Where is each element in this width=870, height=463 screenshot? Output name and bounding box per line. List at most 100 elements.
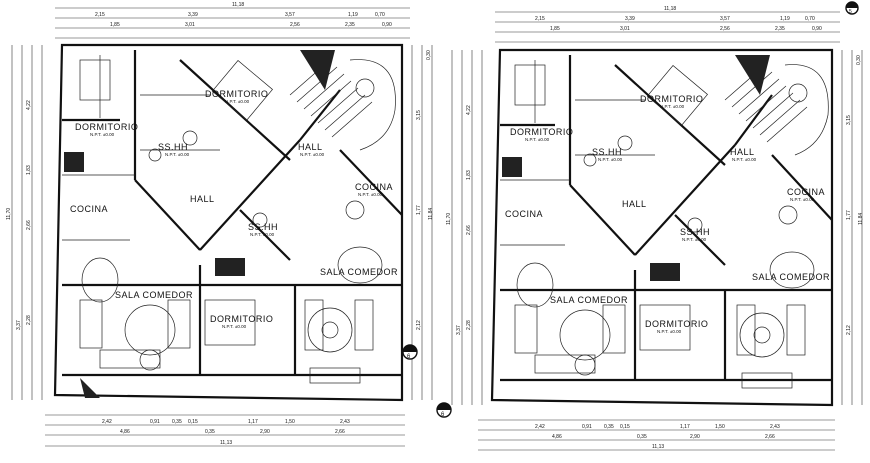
dim-top: 1,19 — [348, 12, 358, 18]
dim-top: 2,35 — [775, 26, 785, 32]
dim-top: 3,57 — [720, 16, 730, 22]
dim-bottom: 2,66 — [335, 429, 345, 435]
section-marker: 6 — [402, 344, 418, 360]
room-label-dormitorio: DORMITORIO — [210, 314, 273, 324]
room-label-hall: HALL — [190, 194, 215, 204]
dim-left-total: 11,70 — [446, 213, 452, 225]
room-label-sshh: SS.HH — [680, 227, 710, 237]
room-labels: DORMITORIO N.P.T. ±0.00 DORMITORIO N.P.T… — [505, 94, 830, 334]
room-label-sala-comedor: SALA COMEDOR — [752, 272, 830, 282]
dim-bottom: 0,91 — [582, 424, 592, 430]
bottom-dimension-lines: 2,42 0,91 0,35 0,15 1,17 1,50 2,43 4,86 … — [45, 414, 405, 447]
room-label-dormitorio: DORMITORIO — [640, 94, 703, 104]
dim-top: 3,01 — [620, 26, 630, 32]
room-label-hall: HALL — [298, 142, 323, 152]
left-dimension-lines: 11,70 4,22 1,83 2,66 3,37 2,28 — [446, 50, 483, 405]
dim-left: 2,66 — [26, 220, 32, 230]
left-dimension-lines: 11,70 4,22 1,83 2,66 3,37 2,28 — [6, 45, 43, 400]
npt-label: N.P.T. ±0.00 — [660, 104, 685, 109]
dim-left: 3,37 — [16, 320, 22, 330]
dim-right: 1,77 — [846, 210, 852, 220]
dim-bottom: 0,35 — [637, 434, 647, 440]
dim-bottom: 0,91 — [150, 419, 160, 425]
fixtures — [79, 59, 383, 384]
dim-left: 2,28 — [466, 320, 472, 330]
dim-top-total: 11,18 — [664, 6, 676, 12]
exterior-wall — [490, 48, 834, 407]
npt-label: N.P.T. ±0.00 — [598, 157, 623, 162]
npt-label: N.P.T. ±0.00 — [225, 99, 250, 104]
dim-top: 0,90 — [382, 22, 392, 28]
npt-label: N.P.T. ±0.00 — [525, 137, 550, 142]
dim-left: 1,83 — [466, 170, 472, 180]
room-label-cocina: COCINA — [787, 187, 825, 197]
npt-label: N.P.T. ±0.00 — [682, 237, 707, 242]
dim-right: 0,30 — [856, 55, 862, 65]
floor-plan-right: 11,18 2,15 3,39 3,57 1,19 0,70 1,85 3,01… — [436, 1, 864, 451]
dim-top: 2,56 — [290, 22, 300, 28]
staircase — [289, 59, 396, 151]
top-dimension-lines: 11,18 2,15 3,39 3,57 1,19 0,70 1,85 3,01… — [495, 6, 840, 43]
hatched-column — [502, 157, 522, 177]
marker-number: 5 — [849, 9, 852, 15]
dim-top: 2,35 — [345, 22, 355, 28]
dim-right: 3,15 — [416, 110, 422, 120]
dim-top: 3,57 — [285, 12, 295, 18]
dim-bottom: 1,50 — [285, 419, 295, 425]
hatched-shaft — [735, 55, 770, 95]
dim-bottom: 0,15 — [188, 419, 198, 425]
npt-label: N.P.T. ±0.00 — [165, 152, 190, 157]
dim-bottom: 1,17 — [248, 419, 258, 425]
marker-number: 6 — [407, 354, 411, 360]
dim-top: 0,70 — [805, 16, 815, 22]
dim-bottom: 0,15 — [620, 424, 630, 430]
room-label-sala-comedor: SALA COMEDOR — [320, 267, 398, 277]
npt-label: N.P.T. ±0.00 — [250, 232, 275, 237]
dim-right: 1,77 — [416, 205, 422, 215]
dim-right: 0,30 — [426, 50, 432, 60]
dim-bottom: 4,86 — [552, 434, 562, 440]
section-marker: 6 — [436, 402, 452, 418]
section-marker-top: 5 — [845, 1, 859, 15]
dim-right: 2,12 — [846, 325, 852, 335]
dim-left-total: 11,70 — [6, 208, 12, 220]
dim-left: 4,22 — [466, 105, 472, 115]
dim-right-total: 11,84 — [858, 213, 864, 225]
room-label-cocina: COCINA — [505, 209, 543, 219]
floor-plan-left: 11,18 2,15 3,39 3,57 1,19 0,70 1,85 3,01… — [6, 2, 434, 447]
room-label-sshh: SS.HH — [592, 147, 622, 157]
dim-bottom: 4,86 — [120, 429, 130, 435]
dim-top: 3,01 — [185, 22, 195, 28]
dim-bottom-total: 11,13 — [220, 440, 232, 446]
dim-bottom: 2,42 — [535, 424, 545, 430]
dim-bottom: 2,90 — [260, 429, 270, 435]
hatched-shaft — [300, 50, 335, 90]
dim-bottom: 0,35 — [604, 424, 614, 430]
room-label-cocina: COCINA — [355, 182, 393, 192]
dim-top: 2,15 — [95, 12, 105, 18]
npt-label: N.P.T. ±0.00 — [222, 324, 247, 329]
dim-right: 2,12 — [416, 320, 422, 330]
dim-bottom: 2,42 — [102, 419, 112, 425]
dim-top: 3,39 — [188, 12, 198, 18]
npt-label: N.P.T. ±0.00 — [90, 132, 115, 137]
room-label-sala-comedor: SALA COMEDOR — [115, 290, 193, 300]
room-label-dormitorio: DORMITORIO — [75, 122, 138, 132]
exterior-wall — [53, 43, 404, 402]
dim-top: 1,85 — [550, 26, 560, 32]
npt-label: N.P.T. ±0.00 — [657, 329, 682, 334]
hatched-column — [64, 152, 84, 172]
dim-left: 2,66 — [466, 225, 472, 235]
dim-right: 3,15 — [846, 115, 852, 125]
hatched-stair — [215, 258, 245, 276]
dim-top: 1,85 — [110, 22, 120, 28]
dim-bottom-total: 11,13 — [652, 444, 664, 450]
room-label-dormitorio: DORMITORIO — [645, 319, 708, 329]
room-label-dormitorio: DORMITORIO — [510, 127, 573, 137]
dim-left: 3,37 — [456, 325, 462, 335]
staircase — [724, 64, 829, 156]
dim-left: 4,22 — [26, 100, 32, 110]
npt-label: N.P.T. ±0.00 — [300, 152, 325, 157]
npt-label: N.P.T. ±0.00 — [732, 157, 757, 162]
